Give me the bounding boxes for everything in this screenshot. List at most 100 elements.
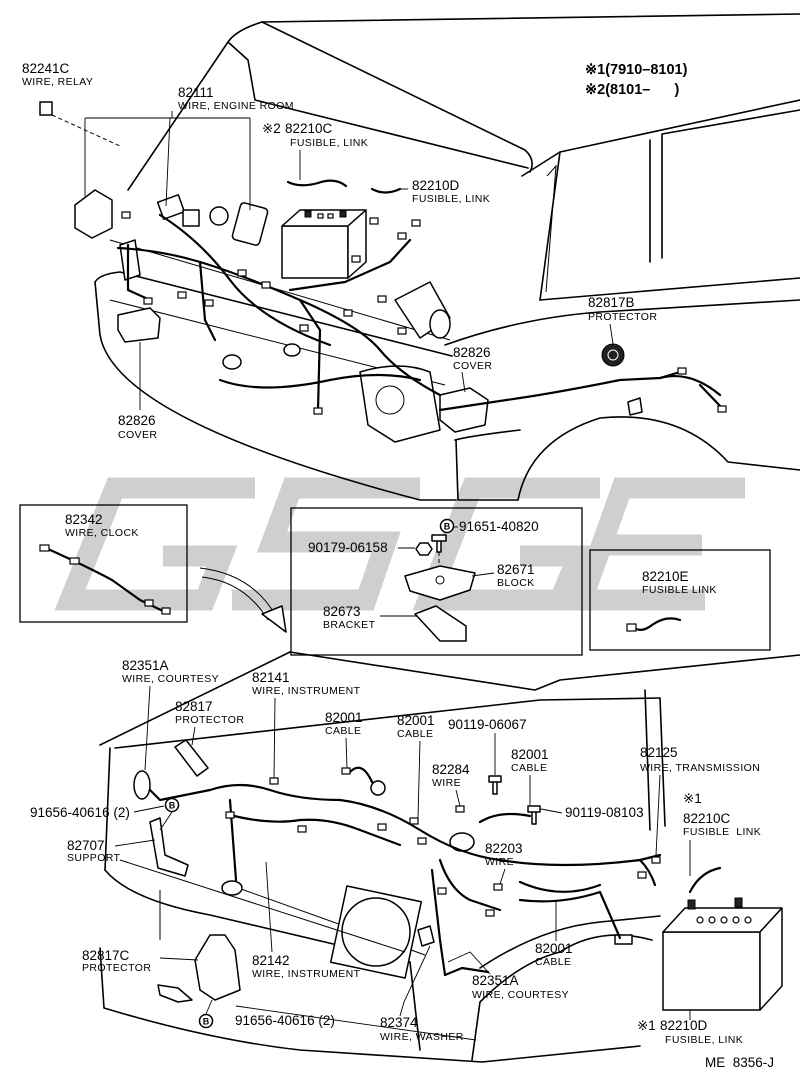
inset-clock-wire: [19, 504, 188, 623]
cover-right: [439, 387, 489, 433]
connector: [377, 295, 387, 303]
bolt-mark-circle: [439, 518, 455, 534]
part-number: 82673: [323, 604, 361, 619]
cowl-top: [289, 651, 800, 691]
battery-terminal: [304, 210, 312, 218]
arrow-head: [261, 605, 287, 633]
cab-front-edge: [644, 689, 666, 831]
courtesy-wire: [148, 788, 212, 802]
connector: [161, 607, 171, 615]
part-number: 82374: [380, 1015, 418, 1030]
battery-terminal: [734, 897, 743, 908]
inset-labels: 82342 WIRE, CLOCK 91651-40820 90179-0615…: [65, 512, 717, 631]
part-name: PROTECTOR: [82, 962, 151, 974]
front-lower: [99, 947, 483, 1063]
relay-bracket: [74, 189, 113, 239]
battery-cell-cap: [744, 916, 752, 924]
leader-protector-c: [159, 957, 199, 961]
upper-view: [39, 13, 800, 501]
part-number: 82817C: [82, 948, 130, 963]
connector: [437, 887, 447, 895]
watermark-glyph-3: [412, 477, 600, 611]
legend-line-2: ※2(8101– ): [585, 82, 680, 98]
part-number: 82210C: [683, 811, 731, 826]
leader-wire-82284: [455, 789, 461, 807]
block: [404, 565, 476, 601]
connector: [397, 232, 407, 240]
relay-box: [231, 202, 269, 246]
part-number: 82284: [432, 762, 470, 777]
connector: [144, 599, 154, 607]
part-number: 82351A: [122, 658, 169, 673]
part-name: FUSIBLE LINK: [642, 584, 717, 596]
part-name: COVER: [453, 360, 492, 372]
drawing-code: ME 8356-J: [705, 1055, 774, 1070]
bolt: [527, 805, 541, 825]
part-name: PROTECTOR: [588, 311, 657, 323]
connector: [626, 623, 637, 632]
part-name: FUSIBLE, LINK: [412, 193, 490, 205]
harness-branch: [126, 243, 152, 302]
fusible-link-upper-c: [286, 179, 348, 188]
belt-line: [539, 277, 800, 301]
wheel-arch: [517, 416, 800, 501]
cable-branch: [518, 880, 602, 893]
leader-courtesy-bottom: [447, 951, 491, 975]
leader-long-diagonal: [235, 1005, 477, 1041]
inset-fusible-link: [589, 549, 771, 651]
lower-labels: 82351A WIRE, COURTESY 82141 WIRE, INSTRU…: [30, 658, 761, 1046]
leader-relay-wire: [51, 114, 121, 147]
bracket: [414, 605, 467, 642]
windshield-frame: [521, 99, 800, 177]
part-number: 90179-06158: [308, 540, 388, 555]
part-number: 91656-40616 (2): [30, 805, 130, 820]
fender-front: [455, 439, 519, 501]
connector: [261, 281, 271, 289]
a-pillar-inner: [545, 164, 557, 293]
inset-frame: [290, 507, 583, 656]
connector: [299, 324, 309, 332]
watermark: [54, 477, 745, 611]
part-name: PROTECTOR: [175, 714, 244, 726]
battery-cell-cap: [732, 916, 740, 924]
part-number: 82817B: [588, 295, 635, 310]
leader-engine-room-wire: [84, 111, 251, 210]
connector: [493, 883, 503, 891]
grommet: [222, 354, 242, 370]
battery-lower: [662, 897, 783, 1011]
screw-left-mark: B: [169, 801, 176, 811]
connector: [297, 825, 307, 833]
fender-lower: [454, 429, 521, 441]
upper-leader-lines: [51, 111, 614, 410]
hood-inner-panel: [227, 41, 529, 169]
cab: [521, 99, 800, 301]
connector: [204, 299, 214, 307]
connector: [121, 211, 131, 219]
connector: [677, 367, 687, 375]
connector: [341, 767, 351, 775]
body-lower: [99, 651, 800, 1063]
connector: [369, 217, 379, 225]
connector: [411, 219, 421, 227]
connector: [269, 777, 279, 785]
screw-left-mark-circle: [164, 797, 180, 813]
connector: [397, 327, 407, 335]
battery-upper: [281, 209, 367, 279]
leader-cable-1: [345, 737, 348, 769]
part-name: WIRE, TRANSMISSION: [640, 762, 760, 774]
front-panel-lower: [94, 281, 457, 501]
harness-branch: [438, 858, 502, 912]
part-name: CABLE: [511, 762, 547, 774]
harness-branch: [198, 260, 217, 342]
protector-c: [194, 934, 241, 1001]
protector-grommet: [601, 343, 625, 367]
part-name: WIRE, CLOCK: [65, 527, 139, 539]
cable: [518, 890, 622, 940]
part-name: WIRE, INSTRUMENT: [252, 968, 361, 980]
part-name: WIRE, ENGINE ROOM: [178, 100, 294, 112]
battery-side: [759, 907, 783, 1011]
part-name: FUSIBLE LINK: [683, 826, 761, 838]
screw-bottom-mark: B: [203, 1017, 210, 1027]
part-name: BRACKET: [323, 619, 376, 631]
